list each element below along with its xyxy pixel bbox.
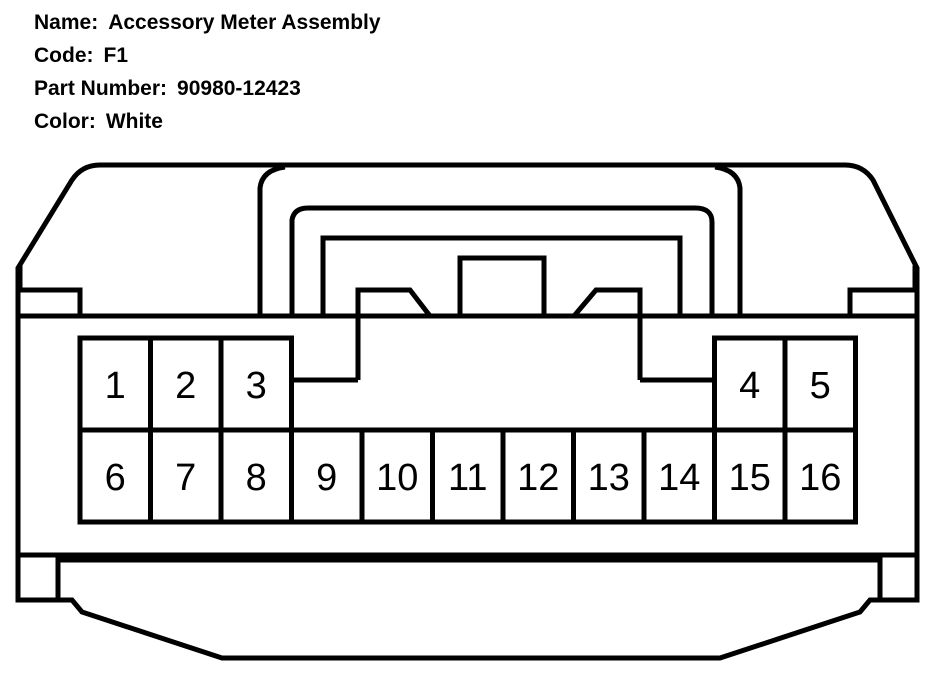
connector-housing-outline xyxy=(15,162,920,661)
lock-ramp-right xyxy=(572,287,643,380)
housing-bottom-foot xyxy=(55,557,883,600)
color-label: Color: xyxy=(34,110,96,133)
pin-number: 10 xyxy=(376,457,418,499)
pin-number: 4 xyxy=(739,365,760,407)
pin-number: 1 xyxy=(105,365,126,407)
housing-top-ledge-right xyxy=(714,164,918,319)
code-label: Code: xyxy=(34,44,94,67)
color-line: Color: White xyxy=(34,107,381,140)
pin-number: 6 xyxy=(105,457,126,499)
pin-number: 15 xyxy=(729,457,771,499)
name-value: Accessory Meter Assembly xyxy=(108,11,381,34)
pin-number: 13 xyxy=(588,457,630,499)
pin-number: 9 xyxy=(316,457,337,499)
code-line: Code: F1 xyxy=(34,41,381,74)
pin-number: 12 xyxy=(517,457,559,499)
connector-info: Name: Accessory Meter Assembly Code: F1 Pa… xyxy=(34,8,381,140)
latch-inner xyxy=(320,235,683,316)
name-line: Name: Accessory Meter Assembly xyxy=(34,8,381,41)
pin-number: 11 xyxy=(448,457,487,499)
pin-number: 2 xyxy=(175,365,196,407)
part-number-line: Part Number: 90980-12423 xyxy=(34,74,381,107)
latch-outer xyxy=(289,205,715,316)
color-value: White xyxy=(105,110,163,133)
part-number-value: 90980-12423 xyxy=(177,77,301,100)
pin-number: 3 xyxy=(246,365,267,407)
lock-ramp-left xyxy=(355,287,432,380)
pin-cavity xyxy=(782,427,858,525)
pin-number: 8 xyxy=(246,457,267,499)
name-label: Name: xyxy=(34,11,99,34)
part-number-label: Part Number: xyxy=(34,77,168,100)
pin-number: 7 xyxy=(175,457,196,499)
pin-number: 16 xyxy=(799,457,841,499)
pin-number: 5 xyxy=(810,365,831,407)
housing-top-ledge xyxy=(17,164,286,319)
lock-tab xyxy=(457,255,547,316)
code-value: F1 xyxy=(103,44,129,67)
pin-number: 14 xyxy=(658,457,700,499)
